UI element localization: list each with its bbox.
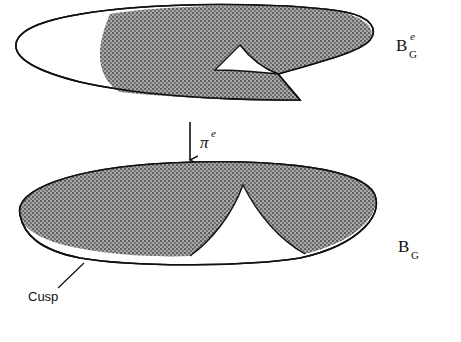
cusp-label: Cusp <box>28 290 58 303</box>
space-subscript: G <box>409 49 417 60</box>
space-superscript: e <box>410 31 415 42</box>
space-symbol: B <box>396 37 407 54</box>
cut-sheet <box>16 5 373 100</box>
map-superscript: e <box>211 128 216 139</box>
cusp-sheet <box>20 162 377 265</box>
space-subscript: G <box>411 250 419 261</box>
cusp-leader <box>58 263 84 288</box>
projection-arrow <box>189 122 191 160</box>
map-symbol: π <box>200 134 209 151</box>
space-symbol: B <box>398 238 409 255</box>
